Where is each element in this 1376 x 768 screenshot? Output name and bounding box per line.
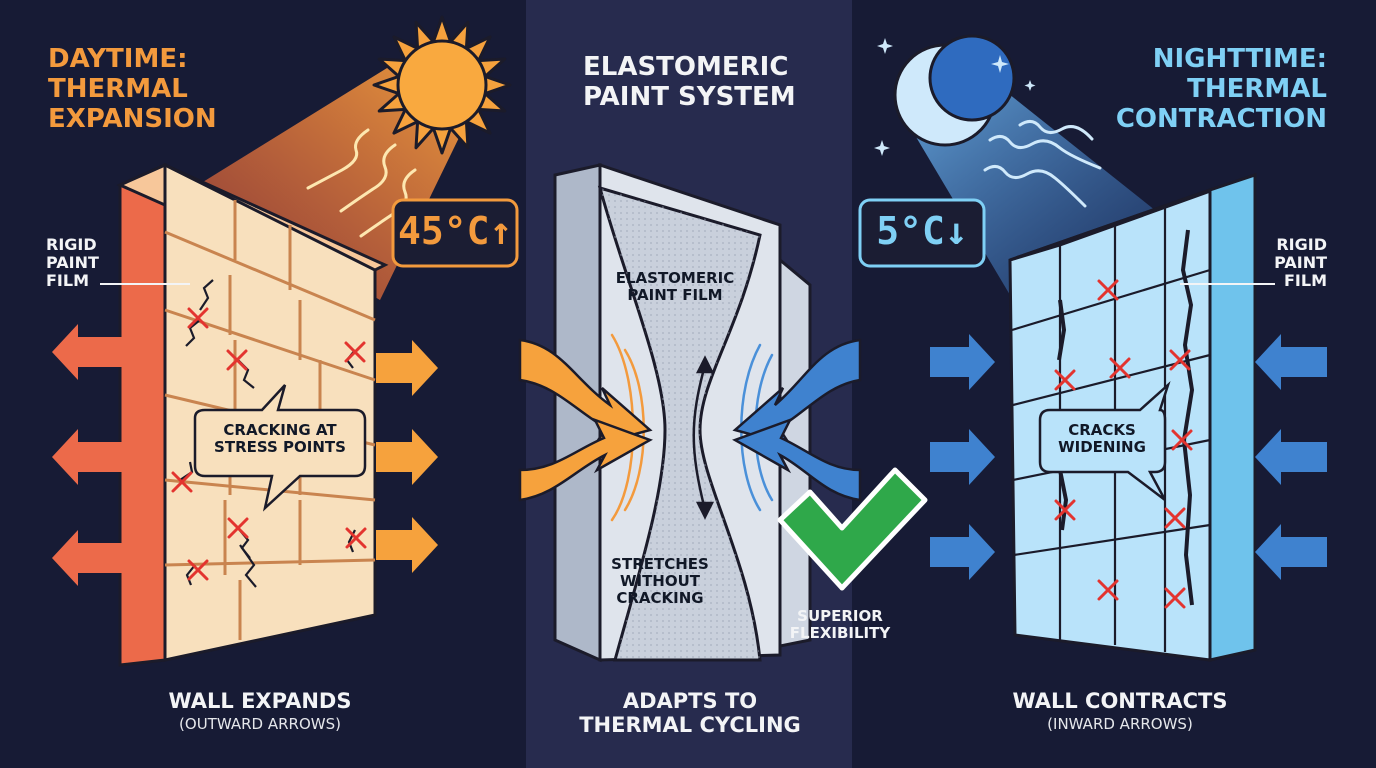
night-callout-text: CRACKS WIDENING bbox=[1058, 421, 1146, 456]
crack-x-icon bbox=[344, 341, 366, 363]
night-caption: WALL CONTRACTS bbox=[1012, 689, 1228, 713]
arrow-left-icon bbox=[52, 429, 124, 485]
night-inward-arrows-right bbox=[1255, 334, 1327, 580]
crack-x-icon bbox=[1164, 587, 1186, 609]
film-texture bbox=[600, 188, 760, 660]
day-temperature-readout: 45°C↑ bbox=[398, 209, 513, 253]
day-caption: WALL EXPANDS bbox=[168, 689, 352, 713]
cold-compression-arrow-bottom bbox=[732, 417, 862, 502]
crack-x-icon bbox=[1164, 507, 1186, 529]
check-mark-icon bbox=[777, 467, 928, 591]
crack-x-icon bbox=[187, 559, 209, 581]
day-callout-text: CRACKING AT STRESS POINTS bbox=[214, 421, 346, 456]
night-title: NIGHTTIME: THERMAL CONTRACTION bbox=[1115, 44, 1327, 135]
crack-x-icon bbox=[1171, 429, 1193, 451]
crack-x-icon bbox=[171, 471, 193, 493]
night-film-label: RIGID PAINT FILM bbox=[1274, 235, 1327, 290]
night-subcaption: (INWARD ARROWS) bbox=[1047, 715, 1193, 733]
star-icons bbox=[874, 38, 1036, 156]
arrow-left-icon bbox=[52, 324, 124, 380]
center-caption: ADAPTS TO THERMAL CYCLING bbox=[579, 689, 801, 737]
moon-icon bbox=[893, 34, 1016, 147]
crack-x-icon bbox=[1097, 279, 1119, 301]
arrow-left-icon bbox=[52, 530, 124, 586]
day-title: DAYTIME: THERMAL EXPANSION bbox=[48, 44, 217, 135]
arrow-left-icon bbox=[1255, 334, 1327, 390]
heat-compression-arrow-top bbox=[518, 338, 653, 448]
crack-x-icon bbox=[1097, 579, 1119, 601]
center-panel-art bbox=[518, 162, 928, 663]
day-temperature-box bbox=[391, 198, 519, 268]
day-callout-bubble bbox=[193, 384, 367, 512]
day-crack-markers bbox=[171, 307, 367, 581]
crack-x-icon bbox=[187, 307, 209, 329]
arrow-right-icon bbox=[376, 340, 438, 396]
night-wall-side bbox=[1208, 172, 1257, 662]
night-panel-art bbox=[858, 34, 1327, 662]
day-subcaption: (OUTWARD ARROWS) bbox=[179, 715, 341, 733]
cold-compression-arrow-top bbox=[732, 338, 862, 448]
center-title: ELASTOMERIC PAINT SYSTEM bbox=[583, 52, 796, 113]
day-wall-side bbox=[118, 162, 167, 667]
day-outward-arrows-right bbox=[376, 340, 438, 573]
elastomeric-film-label: ELASTOMERIC PAINT FILM bbox=[615, 269, 735, 304]
day-film-label: RIGID PAINT FILM bbox=[46, 235, 99, 290]
night-crack-markers bbox=[1054, 279, 1193, 609]
day-panel-art bbox=[52, 15, 519, 667]
heat-compression-arrow-bottom bbox=[518, 417, 653, 502]
cold-wave-arrows bbox=[983, 120, 1102, 208]
night-inward-arrows-left bbox=[930, 334, 995, 580]
crack-x-icon bbox=[1054, 499, 1076, 521]
arrow-right-icon bbox=[376, 517, 438, 573]
stretch-arrows bbox=[692, 355, 715, 520]
arrow-left-icon bbox=[1255, 429, 1327, 485]
crack-x-icon bbox=[226, 349, 248, 371]
arrow-right-icon bbox=[930, 429, 995, 485]
night-temperature-readout: 5°C↓ bbox=[876, 209, 968, 253]
check-label: SUPERIOR FLEXIBILITY bbox=[789, 607, 891, 642]
stretch-label: STRETCHES WITHOUT CRACKING bbox=[611, 555, 709, 607]
crack-x-icon bbox=[1169, 349, 1191, 371]
sun-icon bbox=[372, 15, 512, 155]
night-cracks bbox=[1057, 229, 1195, 606]
night-temperature-box bbox=[858, 198, 986, 268]
arrow-left-icon bbox=[1255, 524, 1327, 580]
crack-x-icon bbox=[1109, 357, 1131, 379]
day-outward-arrows-left bbox=[52, 324, 124, 586]
arrow-right-icon bbox=[930, 524, 995, 580]
arrow-right-icon bbox=[930, 334, 995, 390]
crack-x-icon bbox=[345, 527, 367, 549]
crack-x-icon bbox=[227, 517, 249, 539]
night-callout-bubble bbox=[1038, 381, 1171, 501]
crack-x-icon bbox=[1054, 369, 1076, 391]
arrow-right-icon bbox=[376, 429, 438, 485]
